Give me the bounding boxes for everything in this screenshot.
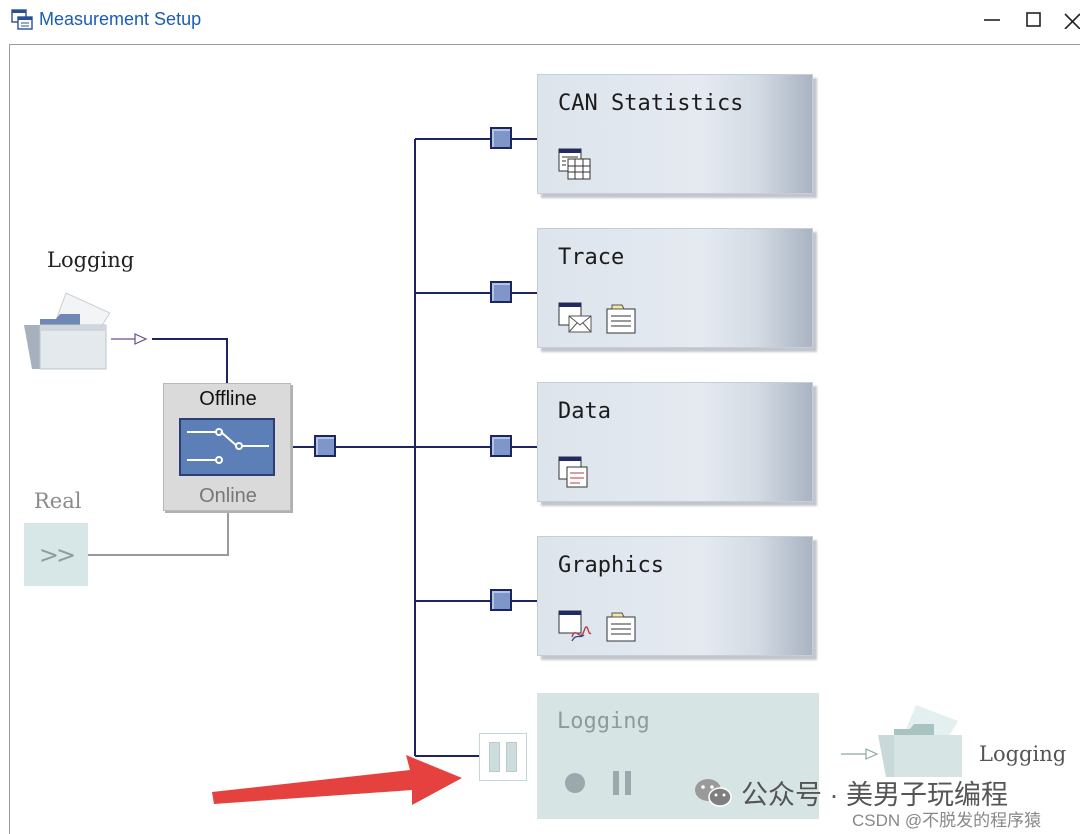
real-symbol: >>: [38, 540, 76, 569]
block-title: Logging: [557, 709, 650, 734]
switch-lever-icon: [187, 428, 269, 464]
node-graphics[interactable]: [490, 589, 512, 611]
maximize-button[interactable]: [1018, 6, 1050, 34]
offline-online-switch[interactable]: Offline Online: [163, 383, 291, 511]
measurement-canvas[interactable]: Logging Real >> Offline: [9, 44, 1080, 834]
annotation-arrow: [212, 755, 462, 805]
block-can-statistics[interactable]: CAN Statistics: [537, 74, 813, 194]
watermark: 公众号 · 美男子玩编程: [693, 773, 1008, 812]
pause-icon[interactable]: [613, 771, 631, 795]
node-data[interactable]: [490, 435, 512, 457]
logging-paused-node[interactable]: [479, 733, 527, 781]
trace-window-icon[interactable]: [558, 301, 592, 335]
block-graphics[interactable]: Graphics: [537, 536, 813, 656]
bus-node[interactable]: [314, 435, 336, 457]
switch-online-label: Online: [199, 485, 257, 507]
window-title: Measurement Setup: [39, 9, 202, 29]
close-button[interactable]: [1062, 6, 1080, 34]
block-logging[interactable]: Logging: [537, 693, 819, 819]
connection-wires: [88, 138, 879, 805]
node-can-statistics[interactable]: [490, 127, 512, 149]
statistics-table-icon[interactable]: [558, 147, 592, 181]
minimize-icon: [984, 19, 1000, 21]
block-title: Trace: [558, 245, 625, 270]
switch-toggle-icon[interactable]: [179, 418, 275, 476]
watermark-channel: 公众号 · 美男子玩编程: [741, 780, 1008, 810]
block-trace[interactable]: Trace: [537, 228, 813, 348]
logging-output-label: Logging: [979, 742, 1067, 766]
block-title: CAN Statistics: [558, 91, 744, 116]
csdn-watermark: CSDN @不脱发的程序猿: [852, 811, 1042, 830]
real-source-label: Real: [34, 489, 82, 513]
graphics-window-icon[interactable]: [558, 609, 592, 643]
real-source-block[interactable]: >>: [24, 523, 88, 586]
block-title: Data: [558, 399, 611, 424]
close-icon: [1064, 13, 1080, 29]
title-bar: Measurement Setup: [0, 0, 1080, 44]
wechat-icon: [695, 778, 732, 807]
config-notepad-icon[interactable]: [604, 609, 638, 643]
data-window-icon[interactable]: [558, 455, 592, 489]
minimize-button[interactable]: [976, 6, 1008, 34]
record-icon[interactable]: [565, 773, 585, 793]
logging-source-label: Logging: [47, 248, 135, 272]
config-notepad-icon[interactable]: [604, 301, 638, 335]
node-trace[interactable]: [490, 281, 512, 303]
switch-offline-label: Offline: [199, 388, 257, 410]
logging-output-folder-icon[interactable]: [876, 703, 966, 779]
logging-folder-icon[interactable]: [22, 291, 110, 371]
block-title: Graphics: [558, 553, 664, 578]
measurement-setup-icon: [11, 9, 33, 30]
block-data[interactable]: Data: [537, 382, 813, 502]
maximize-icon: [1026, 12, 1041, 27]
